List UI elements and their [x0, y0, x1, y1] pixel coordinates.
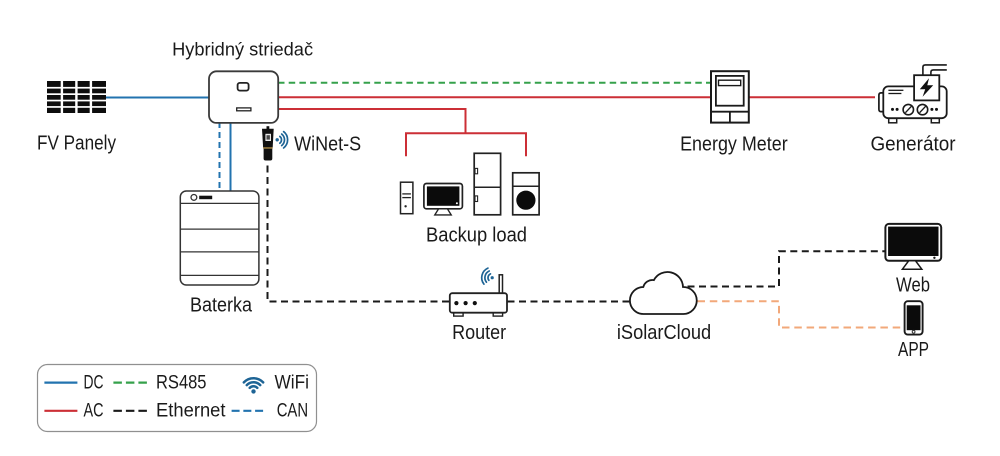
svg-text:DC: DC [84, 373, 104, 394]
svg-text:Backup load: Backup load [426, 224, 527, 246]
svg-text:iSolarCloud: iSolarCloud [617, 322, 711, 344]
svg-text:Router: Router [452, 322, 506, 344]
svg-text:APP: APP [898, 339, 929, 361]
svg-text:Baterka: Baterka [190, 295, 253, 317]
svg-text:Hybridný striedač: Hybridný striedač [172, 39, 313, 60]
svg-text:Energy Meter: Energy Meter [680, 134, 788, 156]
svg-text:WiFi: WiFi [275, 373, 310, 394]
svg-text:Web: Web [896, 275, 930, 297]
svg-text:RS485: RS485 [156, 373, 207, 394]
svg-text:FV Panely: FV Panely [37, 132, 116, 154]
svg-text:Generátor: Generátor [871, 134, 956, 156]
svg-text:AC: AC [84, 401, 104, 422]
svg-text:WiNet-S: WiNet-S [294, 134, 361, 156]
svg-text:CAN: CAN [277, 401, 308, 422]
svg-text:Ethernet: Ethernet [156, 401, 226, 422]
